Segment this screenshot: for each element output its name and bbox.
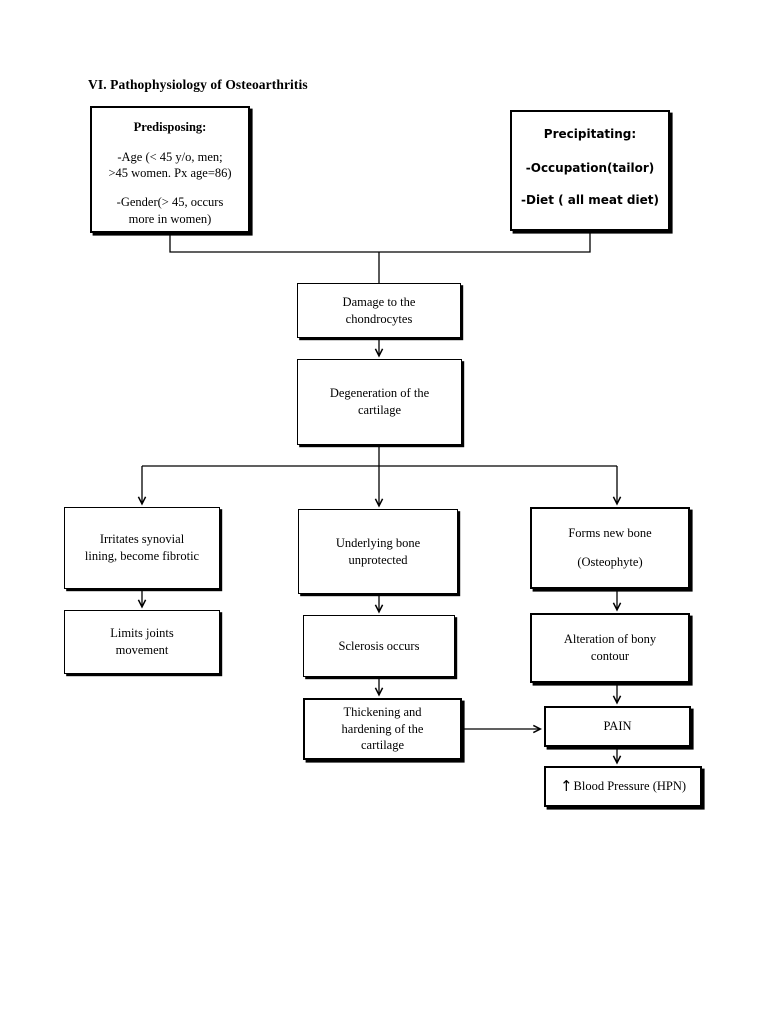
node-underlying-bone-line1: Underlying bone	[335, 535, 421, 550]
node-pain: PAIN	[544, 706, 691, 747]
node-degeneration-cartilage-line2: cartilage	[357, 403, 402, 417]
node-damage-chondrocytes-line2: chondrocytes	[345, 311, 413, 326]
page-title: VI. Pathophysiology of Osteoarthritis	[88, 77, 308, 92]
node-irritates-synovial-line1: Irritates synovial	[99, 532, 185, 547]
node-predisposing-age-group: -Age (< 45 y/o, men; >45 women. Px age=8…	[108, 149, 231, 182]
node-degeneration-cartilage: Degeneration of the cartilage	[297, 359, 462, 445]
node-thickening-hardening: Thickening and hardening of the cartilag…	[303, 698, 462, 760]
node-thickening-hardening-line2: hardening of the	[341, 721, 424, 736]
node-predisposing: Predisposing: -Age (< 45 y/o, men; >45 w…	[90, 106, 250, 233]
node-forms-new-bone: Forms new bone (Osteophyte)	[530, 507, 690, 589]
node-pain-line1: PAIN	[603, 719, 632, 734]
node-predisposing-header: Predisposing:	[133, 120, 207, 134]
node-underlying-bone: Underlying bone unprotected	[298, 509, 458, 594]
node-underlying-bone-line2: unprotected	[348, 552, 408, 567]
node-forms-new-bone-line1: Forms new bone	[568, 526, 652, 541]
node-precipitating-header: Precipitating:	[543, 127, 637, 141]
node-precipitating: Precipitating: -Occupation(tailor) -Diet…	[510, 110, 670, 231]
node-damage-chondrocytes-line1: Damage to the	[342, 294, 416, 309]
node-limits-joints-line1: Limits joints	[110, 626, 174, 641]
node-alteration-bony-contour-line1: Alteration of bony	[563, 632, 657, 647]
node-alteration-bony-contour-line2: contour	[590, 649, 630, 663]
node-precipitating-line1: -Occupation(tailor)	[525, 160, 655, 175]
node-degeneration-cartilage-line1: Degeneration of the	[329, 386, 430, 401]
node-limits-joints-line2: movement	[115, 643, 169, 657]
edge-top-merge-bar	[169, 231, 591, 253]
node-precipitating-line2: -Diet ( all meat diet)	[521, 192, 659, 207]
node-limits-joints: Limits joints movement	[64, 610, 220, 674]
node-irritates-synovial: Irritates synovial lining, become fibrot…	[64, 507, 220, 589]
node-predisposing-line2: >45 women. Px age=86)	[108, 166, 232, 181]
node-sclerosis-line1: Sclerosis occurs	[338, 638, 420, 653]
node-irritates-synovial-line2: lining, become fibrotic	[84, 549, 200, 563]
node-blood-pressure-line1: Blood Pressure (HPN)	[573, 779, 687, 794]
node-forms-new-bone-line2: (Osteophyte)	[577, 555, 643, 569]
node-predisposing-line4: more in women)	[128, 211, 212, 226]
node-blood-pressure: ↑ Blood Pressure (HPN)	[544, 766, 702, 807]
up-arrow-icon: ↑	[559, 777, 573, 795]
node-sclerosis: Sclerosis occurs	[303, 615, 455, 677]
node-alteration-bony-contour: Alteration of bony contour	[530, 613, 690, 683]
node-predisposing-line1: -Age (< 45 y/o, men;	[117, 149, 223, 164]
node-damage-chondrocytes: Damage to the chondrocytes	[297, 283, 461, 338]
node-blood-pressure-row: ↑ Blood Pressure (HPN)	[560, 778, 686, 795]
node-thickening-hardening-line1: Thickening and	[343, 705, 422, 720]
node-predisposing-gender-group: -Gender(> 45, occurs more in women)	[117, 194, 224, 227]
node-thickening-hardening-line3: cartilage	[360, 738, 405, 753]
node-predisposing-line3: -Gender(> 45, occurs	[116, 194, 224, 209]
